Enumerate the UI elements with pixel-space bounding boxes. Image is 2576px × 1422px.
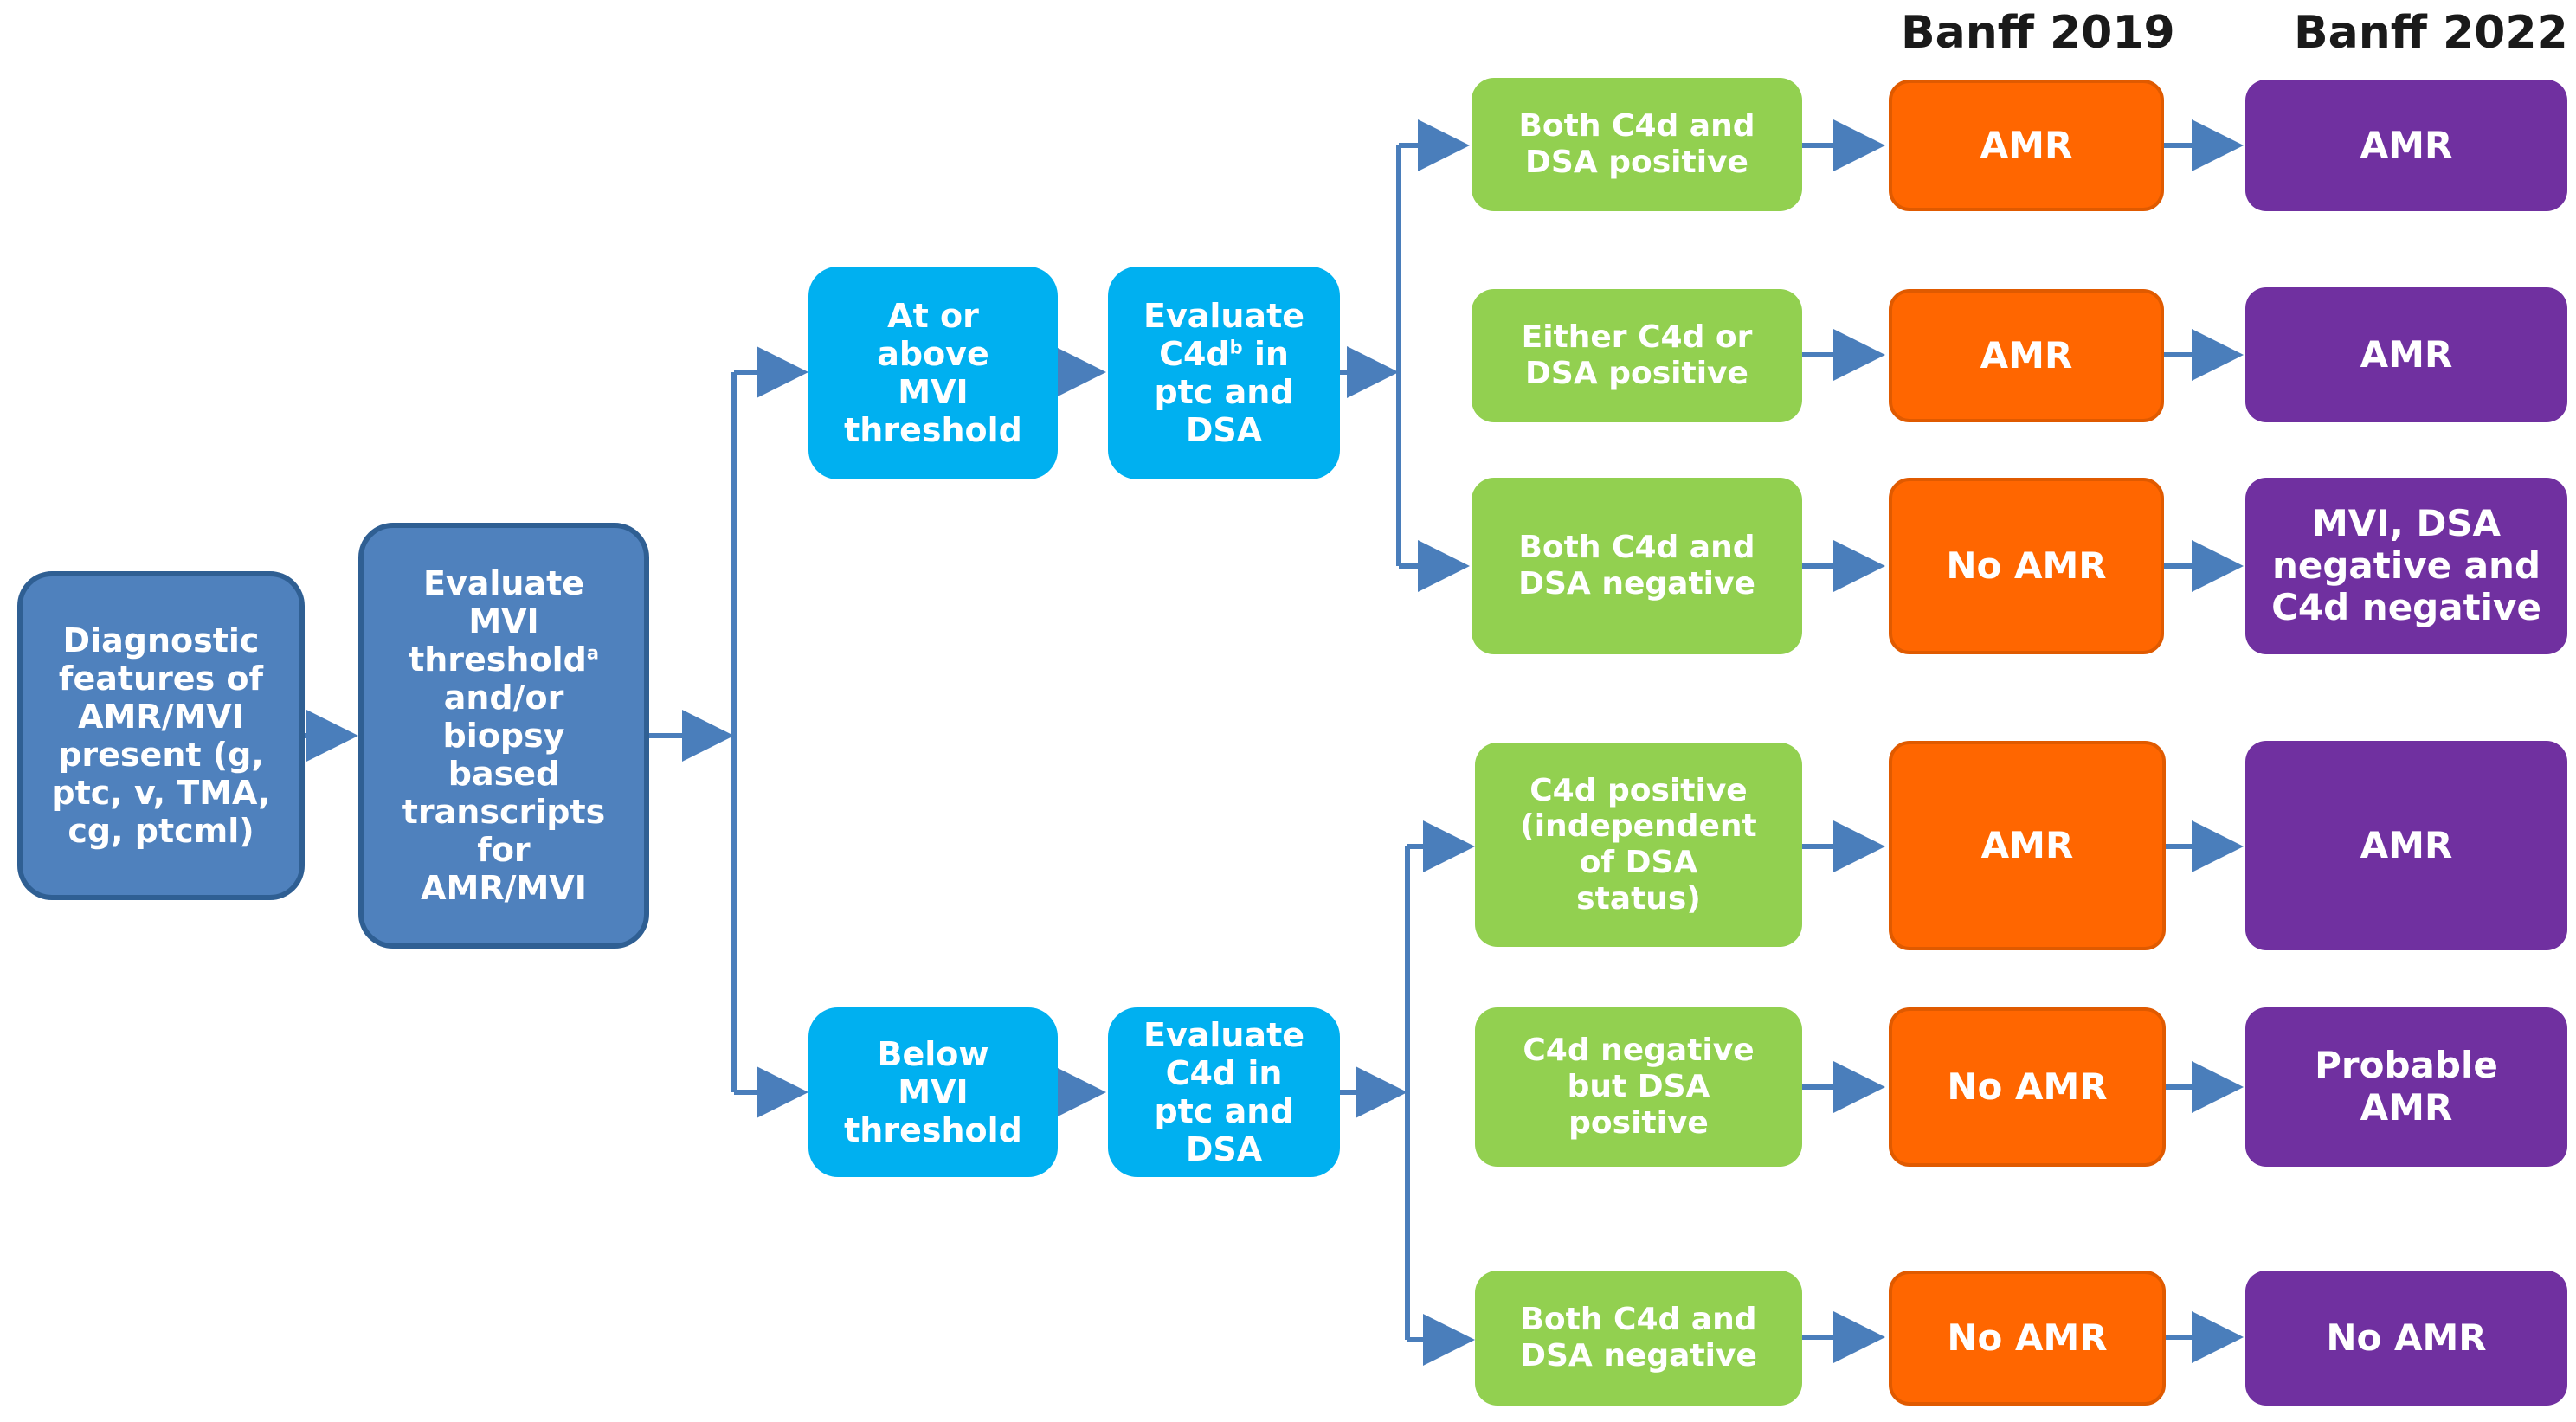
upper-condition-2-text: Either C4d or DSA positive <box>1521 319 1753 391</box>
upper-banff2022-2: AMR <box>2245 287 2567 422</box>
upper-evaluate-rest: ptc and DSA <box>1154 373 1294 450</box>
lower-condition-3-text: Both C4d and DSA negative <box>1520 1302 1757 1374</box>
lower-condition-1: C4d positive (independent of DSA status) <box>1475 743 1802 947</box>
upper-banff2022-3-text: MVI, DSA negative and C4d negative <box>2271 501 2541 629</box>
lower-banff2019-2: No AMR <box>1889 1007 2166 1167</box>
lower-condition-2: C4d negative but DSA positive <box>1475 1007 1802 1167</box>
upper-banff2019-3-text: No AMR <box>1946 544 2107 587</box>
lower-banff2019-3: No AMR <box>1889 1271 2166 1406</box>
diagnostic-features-text: Diagnostic features of AMR/MVI present (… <box>51 621 271 851</box>
upper-banff2022-2-text: AMR <box>2360 332 2453 376</box>
lower-banff2022-2: Probable AMR <box>2245 1007 2567 1167</box>
upper-condition-1-text: Both C4d and DSA positive <box>1518 108 1755 180</box>
lower-condition-3: Both C4d and DSA negative <box>1475 1271 1802 1406</box>
lower-banff2022-2-text: Probable AMR <box>2315 1044 2498 1129</box>
lower-banff2019-1-text: AMR <box>1980 823 2074 866</box>
lower-evaluate-box: Evaluate C4d in ptc and DSA <box>1108 1007 1340 1177</box>
lower-banff2022-1-text: AMR <box>2360 823 2453 866</box>
upper-condition-3: Both C4d and DSA negative <box>1472 478 1802 654</box>
evaluate-mvi-text2: and/or biopsy based transcripts for AMR/… <box>402 678 606 908</box>
lower-banff2019-1: AMR <box>1889 741 2166 950</box>
lower-threshold-box: Below MVI threshold <box>808 1007 1058 1177</box>
lower-banff2022-3-text: No AMR <box>2326 1316 2487 1359</box>
diagnostic-features-box: Diagnostic features of AMR/MVI present (… <box>17 571 305 900</box>
upper-evaluate-c4d: C4d <box>1159 334 1230 373</box>
lower-threshold-text: Below MVI threshold <box>844 1034 1022 1150</box>
upper-evaluate-box: Evaluate C4db in ptc and DSA <box>1108 267 1340 479</box>
lower-banff2022-3: No AMR <box>2245 1271 2567 1406</box>
upper-banff2019-1: AMR <box>1889 80 2164 211</box>
upper-condition-3-text: Both C4d and DSA negative <box>1518 530 1755 602</box>
upper-threshold-text: At or above MVI threshold <box>844 296 1022 450</box>
upper-banff2022-1: AMR <box>2245 80 2567 211</box>
upper-evaluate-sup: b <box>1229 337 1243 358</box>
evaluate-mvi-sup: a <box>586 642 599 664</box>
upper-banff2019-2-text: AMR <box>1980 333 2073 376</box>
evaluate-mvi-box: Evaluate MVI thresholda and/or biopsy ba… <box>358 523 649 949</box>
banff-2022-header: Banff 2022 <box>2294 7 2568 59</box>
upper-banff2019-1-text: AMR <box>1980 123 2073 166</box>
upper-banff2022-1-text: AMR <box>2360 123 2453 166</box>
lower-banff2022-1: AMR <box>2245 741 2567 950</box>
upper-threshold-box: At or above MVI threshold <box>808 267 1058 479</box>
upper-banff2019-2: AMR <box>1889 289 2164 422</box>
banff-2019-header: Banff 2019 <box>1901 7 2175 59</box>
evaluate-mvi-text: Evaluate MVI threshold <box>409 563 587 679</box>
upper-evaluate-line1: Evaluate <box>1143 296 1305 335</box>
upper-condition-2: Either C4d or DSA positive <box>1472 289 1802 422</box>
upper-banff2022-3: MVI, DSA negative and C4d negative <box>2245 478 2567 654</box>
upper-condition-1: Both C4d and DSA positive <box>1472 78 1802 211</box>
upper-evaluate-in: in <box>1242 334 1289 373</box>
lower-condition-2-text: C4d negative but DSA positive <box>1523 1033 1755 1141</box>
lower-banff2019-2-text: No AMR <box>1947 1065 2108 1108</box>
upper-banff2019-3: No AMR <box>1889 478 2164 654</box>
lower-condition-1-text: C4d positive (independent of DSA status) <box>1520 772 1757 917</box>
lower-banff2019-3-text: No AMR <box>1947 1316 2108 1359</box>
lower-evaluate-text: Evaluate C4d in ptc and DSA <box>1143 1015 1305 1169</box>
